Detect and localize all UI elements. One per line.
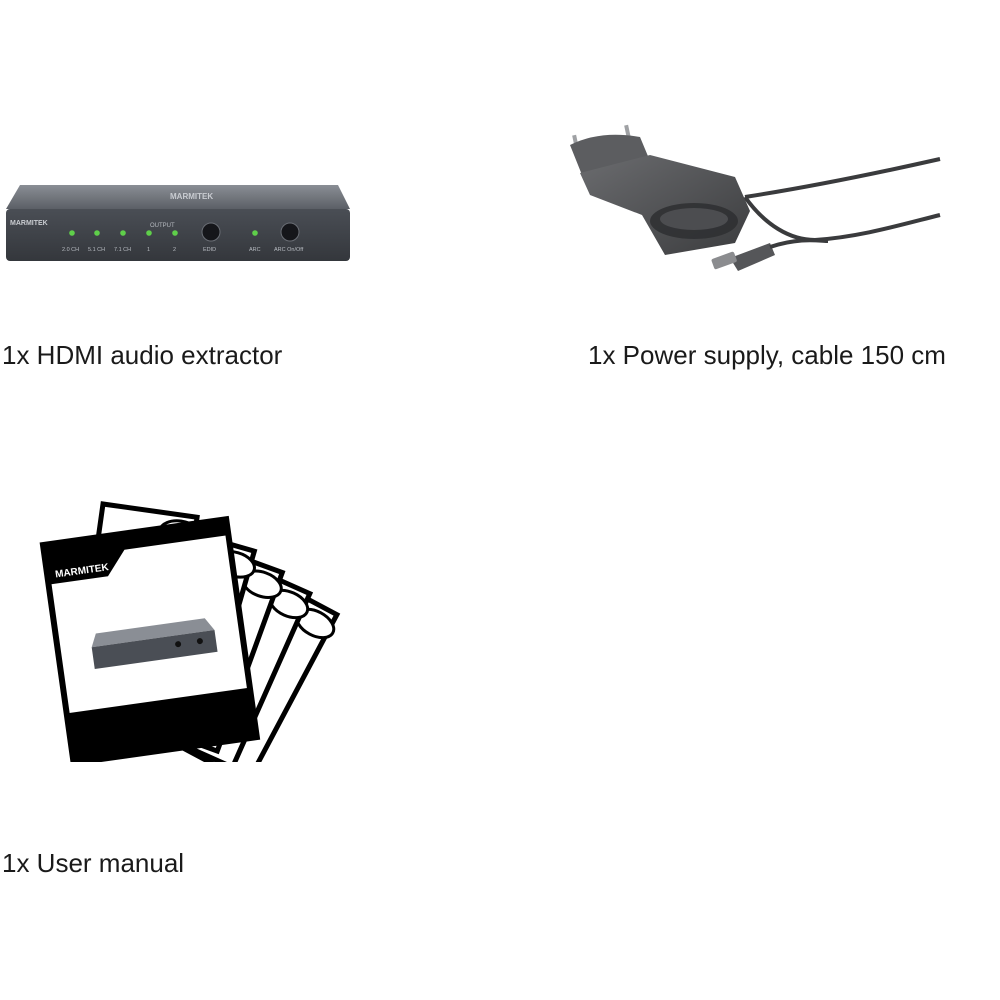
power-cable [743, 195, 941, 243]
hdmi-extractor-caption: 1x HDMI audio extractor [2, 340, 283, 370]
adapter-grip [660, 208, 728, 230]
device-output-label: OUTPUT [150, 223, 175, 229]
adapter-body [580, 155, 750, 255]
led-label: 2 [173, 247, 176, 253]
edid-button [201, 222, 221, 242]
manual-device-button [196, 638, 203, 645]
led-indicator [120, 230, 126, 236]
power-supply-image [570, 124, 941, 271]
led-label: 2.0 CH [62, 247, 79, 253]
device-top-brand: MARMITEK [170, 192, 213, 201]
manual-device-button [175, 641, 182, 648]
led-indicator [146, 230, 152, 236]
led-indicator [172, 230, 178, 236]
manual-device-illustration [91, 618, 215, 648]
hdmi-audio-extractor-image: MARMITEK MARMITEK OUTPUT 2.0 CH 5.1 CH 7… [6, 185, 350, 261]
device-front-panel [6, 209, 350, 261]
manual-cover: MARMITEK [39, 515, 261, 762]
arc-on-off-button [280, 222, 300, 242]
manual-device-illustration [91, 629, 218, 670]
led-label: 1 [147, 247, 150, 253]
led-indicator [94, 230, 100, 236]
device-front-brand: MARMITEK [10, 220, 48, 227]
dc-connector-tip [711, 251, 737, 270]
device-top-surface [6, 185, 350, 209]
user-manual-image: MARMITEK [39, 501, 341, 762]
edid-label: EDID [203, 247, 216, 253]
led-indicator [252, 230, 258, 236]
led-label: 5.1 CH [88, 247, 105, 253]
user-manual-caption: 1x User manual [2, 848, 185, 878]
arc-button-label: ARC On/Off [274, 247, 304, 253]
power-supply-caption: 1x Power supply, cable 150 cm [588, 340, 946, 370]
led-label: 7.1 CH [114, 247, 131, 253]
led-indicator [69, 230, 75, 236]
arc-label: ARC [249, 247, 261, 253]
dc-connector [730, 243, 775, 271]
power-cable [744, 157, 941, 199]
dc-cable [769, 238, 829, 249]
